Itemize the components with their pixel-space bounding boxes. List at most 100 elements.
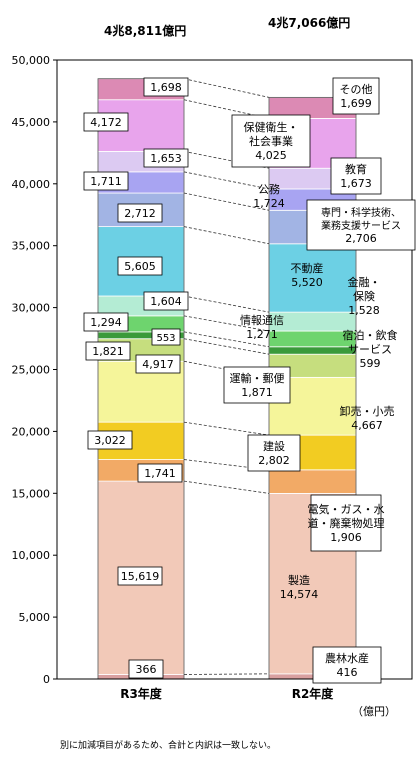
connector-line: [183, 338, 270, 355]
left-label-text: 1,711: [90, 175, 122, 188]
left-label-box: [143, 148, 189, 168]
right-label-box: [247, 434, 301, 472]
y-tick-label: 20,000: [12, 425, 51, 438]
left-label-box: [117, 203, 163, 223]
right-label-name: 情報通信: [240, 314, 284, 327]
left-value-label: 1,711: [83, 171, 129, 191]
right-label-name: 不動産: [291, 261, 324, 275]
unit-label: （億円）: [352, 705, 396, 718]
right-label-name: 建設: [263, 439, 285, 453]
connector-line: [183, 171, 270, 190]
left-value-label: 2,712: [117, 203, 163, 223]
left-value-label: 1,653: [143, 148, 189, 168]
connector-line: [183, 226, 270, 245]
right-label-name: 専門・科学技術、: [321, 206, 401, 219]
right-label-value: 1,699: [340, 97, 372, 110]
left-label-box: [83, 312, 129, 332]
right-label-value: 4,667: [351, 419, 383, 432]
y-tick-label: 5,000: [19, 611, 51, 624]
left-label-text: 1,698: [150, 81, 182, 94]
right-label-name: 社会事業: [249, 134, 293, 148]
right-name-value-label: 公務1,724: [253, 182, 285, 210]
left-label-text: 2,712: [124, 207, 156, 220]
connector-line: [183, 295, 270, 313]
y-tick-label: 0: [43, 673, 50, 686]
right-label-value: 2,802: [258, 454, 290, 467]
x-category-label: R2年度: [292, 686, 335, 701]
right-label-name: 電気・ガス・水: [308, 502, 385, 516]
right-label-box: [310, 494, 382, 552]
y-tick-label: 50,000: [12, 54, 51, 67]
right-name-value-label: 運輸・郵便1,871: [223, 366, 291, 404]
left-value-label: 1,698: [143, 77, 189, 97]
bar-segment: [268, 346, 357, 355]
connector-line: [183, 192, 270, 211]
connector-line: [183, 78, 270, 98]
right-label-box: [231, 114, 311, 168]
left-label-box: [85, 341, 131, 361]
left-value-label: 15,619: [117, 566, 163, 586]
right-total-header: 4兆7,066億円: [268, 16, 351, 30]
right-label-value: 14,574: [280, 588, 319, 601]
right-label-name: 農林水産: [325, 651, 369, 665]
connector-line: [183, 331, 270, 348]
left-label-text: 3,022: [94, 434, 126, 447]
left-label-text: 5,605: [124, 260, 156, 273]
left-value-label: 1,294: [83, 312, 129, 332]
left-label-text: 1,653: [150, 152, 182, 165]
y-tick-label: 35,000: [12, 240, 51, 253]
right-label-name: サービス: [348, 343, 392, 356]
connector-line: [183, 421, 270, 436]
left-label-box: [128, 659, 164, 679]
right-label-name: 保健衛生・: [244, 120, 299, 134]
bar-segment: [268, 243, 357, 313]
right-label-name: 金融・: [348, 275, 381, 289]
right-label-name: 保険: [353, 289, 375, 303]
left-label-text: 366: [136, 663, 157, 676]
left-label-text: 15,619: [121, 570, 160, 583]
right-label-name: 卸売・小売: [340, 404, 395, 418]
y-tick-label: 25,000: [12, 364, 51, 377]
right-label-value: 1,906: [330, 531, 362, 544]
right-label-value: 1,528: [348, 304, 380, 317]
left-label-text: 4,172: [90, 116, 122, 129]
connector-line: [183, 315, 270, 332]
right-name-value-label: 建設2,802: [247, 434, 301, 472]
connector-line: [183, 480, 270, 494]
left-value-label: 553: [151, 328, 181, 346]
right-label-name: 道・廃棄物処理: [308, 516, 385, 530]
left-label-box: [143, 291, 189, 311]
right-label-name: 教育: [345, 162, 367, 176]
footnote: 別に加減項目があるため、合計と内訳は一致しない。: [60, 741, 277, 751]
right-label-box: [332, 77, 380, 115]
left-label-text: 1,604: [150, 295, 182, 308]
left-value-label: 366: [128, 659, 164, 679]
right-label-box: [223, 366, 291, 404]
right-label-name: その他: [340, 83, 373, 96]
left-value-label: 4,917: [135, 354, 181, 374]
left-value-label: 3,022: [87, 430, 133, 450]
right-label-value: 5,520: [291, 276, 323, 289]
left-label-box: [83, 171, 129, 191]
left-label-text: 1,294: [90, 316, 122, 329]
right-name-value-label: 卸売・小売4,667: [340, 404, 395, 432]
left-value-label: 4,172: [83, 112, 129, 132]
y-tick-label: 15,000: [12, 487, 51, 500]
bar-segment: [268, 469, 357, 494]
left-label-text: 4,917: [142, 358, 174, 371]
left-label-box: [143, 77, 189, 97]
left-label-box: [117, 566, 163, 586]
right-label-value: 416: [337, 666, 358, 679]
left-label-text: 1,741: [144, 467, 176, 480]
left-value-label: 5,605: [117, 256, 163, 276]
x-category-label: R3年度: [120, 686, 163, 701]
left-label-box: [137, 463, 183, 483]
right-label-name: 業務支援サービス: [321, 219, 401, 232]
right-label-value: 1,724: [253, 197, 285, 210]
